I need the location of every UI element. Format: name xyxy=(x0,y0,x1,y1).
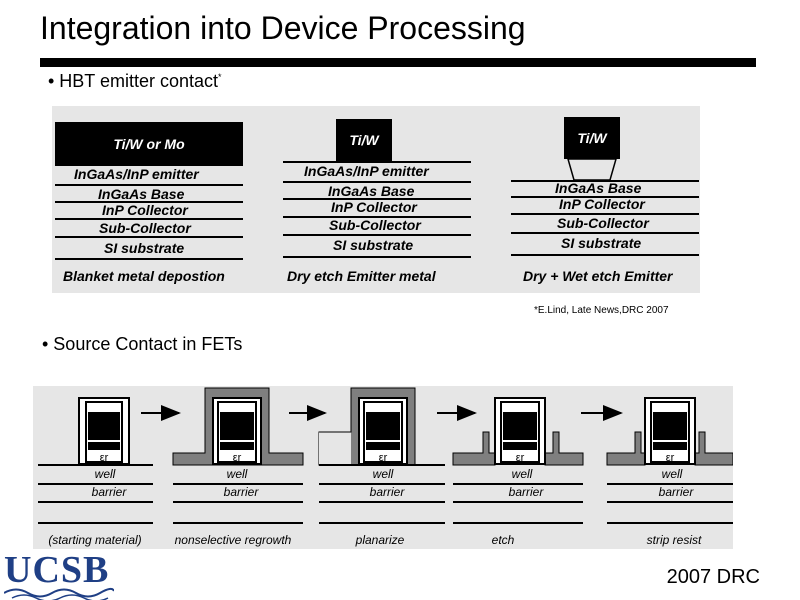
fet-step5-well-label: well xyxy=(662,467,683,481)
hbt-stack1-caption: Blanket metal depostion xyxy=(63,268,225,284)
fet-step5-barrier-label: barrier xyxy=(659,485,695,499)
hbt-stack2-line xyxy=(283,234,471,236)
fet-panel: εr εr εr εr εr well well well well well … xyxy=(33,386,733,549)
hbt-stack1-line xyxy=(55,258,243,260)
hbt-bullet: • HBT emitter contact* xyxy=(48,71,222,92)
hbt-stack1-line xyxy=(55,184,243,186)
fet-step2-device xyxy=(172,387,304,524)
hbt-stack3-metal: Ti/W xyxy=(564,117,620,159)
hbt-panel: Ti/W or Mo InGaAs/InP emitter InGaAs Bas… xyxy=(52,106,700,293)
fet-step3-barrier-label: barrier xyxy=(370,485,406,499)
hbt-stack3-caption: Dry + Wet etch Emitter xyxy=(523,268,673,284)
fet-step2-epsilon: εr xyxy=(233,452,242,464)
hbt-stack3-line xyxy=(511,232,699,234)
fet-step1-barrier-label: barrier xyxy=(92,485,128,499)
hbt-bullet-mark: * xyxy=(218,72,222,82)
hbt-stack1-line xyxy=(55,218,243,220)
hbt-stack3-layer: SI substrate xyxy=(561,235,642,251)
fet-step3-caption: planarize xyxy=(355,533,405,547)
hbt-stack1-layer: InGaAs/InP emitter xyxy=(74,166,199,182)
fet-step2-barrier-label: barrier xyxy=(224,485,260,499)
hbt-stack1-layer: InP Collector xyxy=(102,202,188,218)
hbt-stack3-layer: InP Collector xyxy=(559,196,645,212)
fet-step3-well-label: well xyxy=(373,467,394,481)
hbt-stack3-line xyxy=(511,196,699,198)
title-rule xyxy=(40,58,756,67)
fet-step3-epsilon: εr xyxy=(379,452,388,464)
fet-step1-device xyxy=(38,397,153,524)
slide-title: Integration into Device Processing xyxy=(40,10,526,46)
hbt-stack2-layer: InP Collector xyxy=(331,199,417,215)
footer-label: 2007 DRC xyxy=(666,566,760,588)
hbt-stack2-line xyxy=(283,216,471,218)
fet-process-diagram: εr εr εr εr εr well well well well well … xyxy=(38,387,733,547)
fet-step1-epsilon: εr xyxy=(100,452,109,464)
hbt-stack2-line xyxy=(283,256,471,258)
hbt-stack1-line xyxy=(55,236,243,238)
hbt-stack2-caption: Dry etch Emitter metal xyxy=(287,268,436,284)
hbt-stack2-layer: InGaAs/InP emitter xyxy=(304,163,429,179)
hbt-stack3-layer: InGaAs Base xyxy=(555,180,642,196)
hbt-stack2-metal: Ti/W xyxy=(336,119,392,161)
wave-icon xyxy=(4,587,114,600)
hbt-stack2-line xyxy=(283,161,471,163)
fet-step5-caption: strip resist xyxy=(647,533,702,547)
hbt-stack1-layer: InGaAs Base xyxy=(98,186,185,202)
fet-step4-barrier-label: barrier xyxy=(509,485,545,499)
hbt-stack1-layer: Sub-Collector xyxy=(99,220,191,236)
fet-step4-well-label: well xyxy=(512,467,533,481)
hbt-stack2-layer: Sub-Collector xyxy=(329,217,421,233)
ucsb-logo-text: UCSB xyxy=(4,549,110,591)
hbt-stack3-layer: Sub-Collector xyxy=(557,215,649,231)
hbt-stack1-line xyxy=(55,201,243,203)
fet-step4-caption: etch xyxy=(492,533,515,547)
fet-step2-well-label: well xyxy=(227,467,248,481)
ucsb-logo: UCSB xyxy=(4,548,114,600)
fet-step1-caption: (starting material) xyxy=(48,533,141,547)
hbt-stack3-line xyxy=(511,213,699,215)
fet-step4-epsilon: εr xyxy=(516,452,525,464)
hbt-stack1-layer: SI substrate xyxy=(104,240,185,256)
fet-bullet: • Source Contact in FETs xyxy=(42,334,243,354)
reference-note: *E.Lind, Late News,DRC 2007 xyxy=(534,305,669,316)
hbt-stack3-line xyxy=(511,180,699,182)
fet-step5-device xyxy=(606,397,733,524)
hbt-stack1-metal: Ti/W or Mo xyxy=(55,122,243,166)
hbt-stack2-line xyxy=(283,198,471,200)
hbt-bullet-text: • HBT emitter contact xyxy=(48,71,219,91)
hbt-stack2-line xyxy=(283,181,471,183)
hbt-stack3-emitter-mesa xyxy=(567,159,617,181)
hbt-stack2-layer: SI substrate xyxy=(333,237,414,253)
hbt-stack2-layer: InGaAs Base xyxy=(328,183,415,199)
fet-step4-device xyxy=(452,397,584,524)
fet-step1-well-label: well xyxy=(95,467,116,481)
hbt-stack3-line xyxy=(511,254,699,256)
fet-step2-caption: nonselective regrowth xyxy=(175,533,292,547)
fet-step3-device xyxy=(318,387,445,524)
fet-step5-epsilon: εr xyxy=(666,452,675,464)
